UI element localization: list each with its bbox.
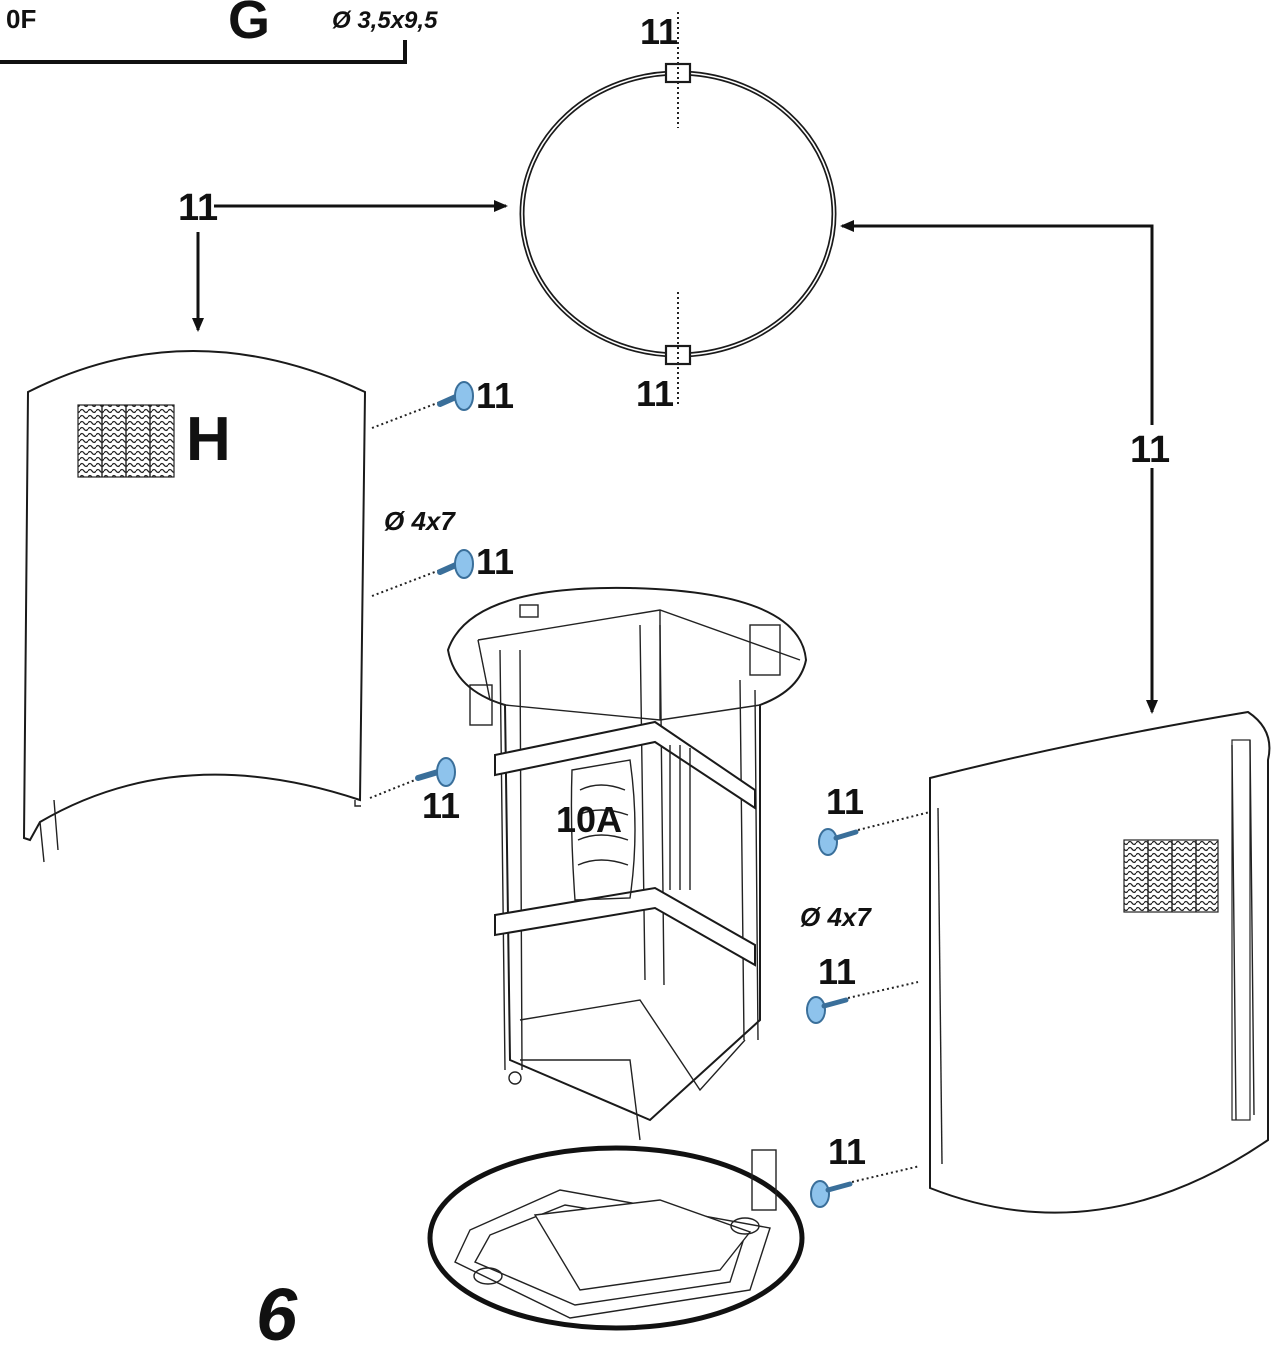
right-arrow-label: 11 xyxy=(1130,429,1170,471)
right-arrow-group: 11 xyxy=(840,220,1170,714)
screw-icon xyxy=(415,757,456,787)
screw-size-left-label: Ø 4x7 xyxy=(384,506,456,536)
screw-icon xyxy=(810,1180,853,1208)
screw-icon xyxy=(437,549,474,579)
screw-left-3-label: 11 xyxy=(422,785,460,826)
vent-grille xyxy=(1123,839,1219,913)
arrow-icon xyxy=(840,220,1154,425)
left-screws: 11 Ø 4x7 11 11 xyxy=(369,375,514,826)
figure-number: 6 xyxy=(256,1273,298,1353)
ring-bottom-label: 11 xyxy=(636,373,674,414)
part-h-label: H xyxy=(186,405,231,474)
screw-right-1-label: 11 xyxy=(826,781,864,822)
screw-left-2-label: 11 xyxy=(476,541,514,582)
corner-label: 0F xyxy=(6,4,36,34)
ring-clamp: 11 11 xyxy=(519,11,837,414)
screw-right-3-label: 11 xyxy=(828,1131,866,1172)
previous-step-frame: 0F G Ø 3,5x9,5 xyxy=(0,0,438,64)
base-light xyxy=(730,1217,760,1235)
hood-base xyxy=(427,1145,805,1331)
screw-icon xyxy=(806,996,849,1024)
screw-icon xyxy=(437,381,474,411)
part-10a-label: 10A xyxy=(556,799,622,840)
screw-icon xyxy=(818,828,859,856)
hood-frame: 10A xyxy=(446,586,808,1141)
screw-g-size-label: Ø 3,5x9,5 xyxy=(332,7,438,34)
screw-size-right-label: Ø 4x7 xyxy=(800,902,872,932)
ring-top-label: 11 xyxy=(640,11,678,52)
cover-panel-h: H xyxy=(22,350,367,863)
cover-panel-right xyxy=(929,710,1271,1214)
screw-right-2-label: 11 xyxy=(818,951,856,992)
screw-left-1-label: 11 xyxy=(476,375,514,416)
base-light xyxy=(473,1267,503,1285)
right-screws: 11 Ø 4x7 11 11 xyxy=(800,781,931,1208)
part-g-label: G xyxy=(228,0,270,50)
left-arrow-group: 11 xyxy=(178,187,508,332)
left-arrow-label: 11 xyxy=(178,187,218,229)
